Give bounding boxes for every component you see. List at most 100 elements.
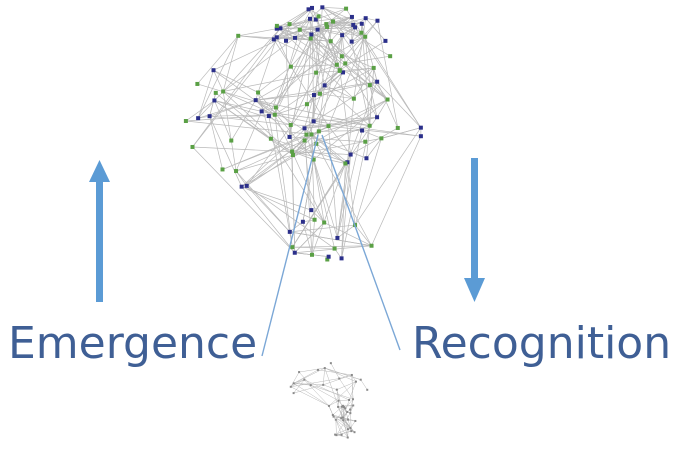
- network-edge: [376, 99, 388, 118]
- network-edge: [369, 85, 378, 118]
- network-edge: [294, 222, 325, 253]
- network-node: [351, 22, 356, 27]
- network-edge: [246, 185, 335, 249]
- network-edge: [311, 134, 315, 220]
- network-edge: [275, 34, 312, 108]
- network-node: [344, 6, 349, 11]
- network-edge: [246, 185, 291, 233]
- network-edge: [290, 386, 330, 407]
- network-node: [348, 152, 353, 157]
- network-node: [273, 105, 278, 110]
- network-node: [322, 220, 327, 225]
- network-edge: [304, 125, 329, 129]
- network-edge: [336, 389, 343, 407]
- network-edge: [335, 419, 349, 430]
- network-edge: [311, 219, 315, 255]
- large-network-graph: [183, 5, 423, 262]
- network-edge: [293, 384, 324, 394]
- network-node: [339, 256, 344, 261]
- network-edge: [290, 72, 317, 126]
- network-node: [349, 408, 352, 411]
- network-edge: [214, 100, 232, 141]
- network-edge: [223, 91, 275, 116]
- network-node: [221, 89, 226, 94]
- network-node: [298, 371, 301, 374]
- network-edge: [381, 127, 421, 139]
- network-edge: [292, 246, 335, 249]
- network-edge: [376, 81, 399, 129]
- network-node: [308, 36, 313, 41]
- network-node: [287, 22, 292, 27]
- network-edge: [289, 221, 304, 233]
- network-node: [363, 139, 368, 144]
- network-edge: [342, 420, 348, 438]
- network-node: [367, 123, 372, 128]
- network-node: [334, 62, 339, 67]
- network-edge: [241, 143, 317, 187]
- network-node: [350, 373, 353, 376]
- up-arrow-icon: [89, 160, 110, 302]
- network-edge: [335, 408, 346, 420]
- network-edge: [304, 72, 344, 141]
- network-edge: [364, 36, 371, 86]
- network-node: [371, 65, 376, 70]
- network-node: [207, 114, 212, 119]
- network-edge: [326, 8, 347, 25]
- network-node: [343, 161, 348, 166]
- network-node: [311, 157, 316, 162]
- network-edge: [316, 143, 346, 164]
- network-edge: [350, 127, 398, 155]
- network-edge: [290, 371, 300, 387]
- network-node: [344, 407, 347, 410]
- network-edge: [311, 209, 325, 223]
- small-network-graph: [289, 362, 369, 439]
- network-edge: [215, 92, 272, 139]
- network-edge: [291, 151, 296, 253]
- network-node: [314, 70, 319, 75]
- network-edge: [328, 126, 338, 238]
- network-edge: [351, 27, 356, 42]
- network-node: [212, 98, 217, 103]
- network-edge: [274, 29, 318, 115]
- network-edge: [369, 84, 388, 100]
- network-node: [327, 404, 330, 407]
- network-edge: [341, 406, 349, 430]
- network-node: [349, 426, 352, 429]
- network-node: [309, 252, 314, 257]
- network-edge: [337, 130, 363, 239]
- network-node: [300, 219, 305, 224]
- network-node: [326, 124, 331, 129]
- network-node: [313, 17, 318, 22]
- network-edge: [257, 92, 272, 139]
- network-node: [353, 25, 358, 30]
- network-node: [337, 68, 342, 73]
- network-edge: [336, 389, 339, 401]
- network-node: [284, 38, 289, 43]
- network-node: [349, 39, 354, 44]
- network-edge: [290, 378, 340, 388]
- network-edge: [209, 92, 217, 117]
- network-edge: [276, 18, 311, 38]
- network-edge: [336, 430, 352, 436]
- network-edge: [313, 159, 335, 249]
- network-node: [332, 415, 335, 418]
- network-node: [290, 153, 295, 158]
- zoom-line-right: [321, 134, 401, 351]
- network-edge: [241, 121, 314, 187]
- network-node: [350, 430, 353, 433]
- network-edge: [197, 35, 239, 85]
- network-edge: [292, 99, 388, 156]
- network-node: [309, 132, 314, 137]
- network-node: [311, 93, 316, 98]
- network-edge: [345, 8, 422, 128]
- network-node: [375, 18, 380, 23]
- network-edge: [373, 67, 378, 82]
- network-edge: [337, 224, 356, 239]
- network-edge: [276, 23, 290, 27]
- network-node: [316, 368, 319, 371]
- network-edge: [344, 20, 378, 64]
- network-node: [352, 398, 355, 401]
- network-node: [312, 217, 317, 222]
- network-node: [288, 64, 293, 69]
